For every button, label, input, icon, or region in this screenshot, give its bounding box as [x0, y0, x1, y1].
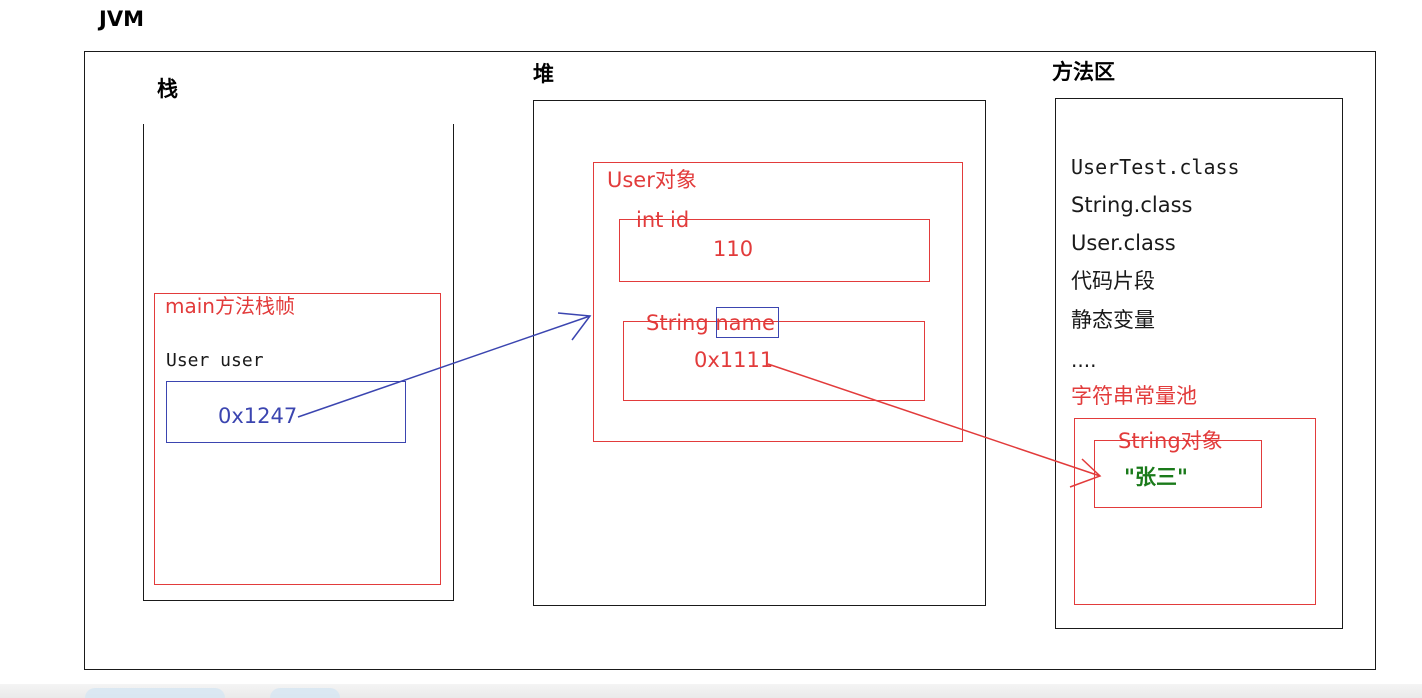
field-id-value: 110 [713, 237, 754, 261]
field-name-value: 0x1111 [694, 348, 774, 372]
string-pool-label: 字符串常量池 [1071, 384, 1197, 408]
field-id-label: int id [636, 208, 690, 232]
footer-decoration [270, 688, 340, 698]
jvm-container [84, 51, 1376, 670]
class-item: User.class [1071, 231, 1176, 255]
code-segment-item: 代码片段 [1071, 269, 1155, 293]
static-variable-item: 静态变量 [1071, 308, 1155, 332]
class-item: String.class [1071, 193, 1193, 217]
diagram-title: JVM [99, 7, 144, 31]
main-stack-frame [154, 293, 441, 585]
stack-label: 栈 [157, 77, 178, 101]
user-object-label: User对象 [607, 168, 697, 192]
name-highlight-box [716, 307, 779, 338]
class-item: UserTest.class [1071, 155, 1240, 179]
string-object-value: "张三" [1124, 465, 1188, 489]
footer-strip [0, 684, 1422, 698]
field-name-label: String name [646, 311, 775, 335]
method-area-label: 方法区 [1052, 60, 1115, 84]
stack-frame-label: main方法栈帧 [165, 294, 295, 318]
ellipsis-item: .... [1071, 348, 1097, 372]
user-reference-value: 0x1247 [218, 404, 298, 428]
local-variable-declaration: User user [166, 350, 264, 371]
footer-decoration [85, 688, 225, 698]
heap-label: 堆 [533, 62, 554, 86]
string-constant-pool [1074, 418, 1316, 605]
field-id-box [619, 219, 930, 282]
string-object-label: String对象 [1118, 429, 1223, 453]
